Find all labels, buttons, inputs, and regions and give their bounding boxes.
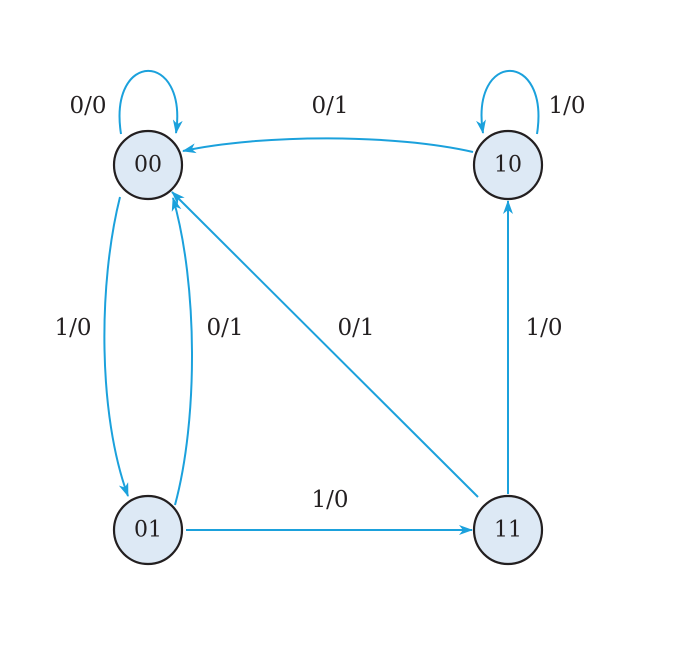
- state-label: 11: [494, 518, 522, 543]
- state-00: 00: [112, 129, 184, 201]
- edge-label-11-00: 0/1: [337, 315, 374, 341]
- state-11: 11: [472, 494, 544, 566]
- state-label: 00: [134, 153, 162, 178]
- state-label: 01: [134, 518, 162, 543]
- edge-01-00: [171, 197, 193, 506]
- edge-label-11-10: 1/0: [525, 315, 562, 341]
- edge-label-01-11: 1/0: [311, 487, 348, 513]
- edge-00-00: [118, 69, 183, 135]
- state-10: 10: [472, 129, 544, 201]
- edge-label-00-00: 0/0: [69, 93, 106, 119]
- edge-10-00: [182, 137, 474, 154]
- edge-10-10: [476, 69, 540, 135]
- state-label: 10: [494, 153, 522, 178]
- edge-label-01-00: 0/1: [206, 315, 243, 341]
- edge-label-10-10: 1/0: [548, 93, 585, 119]
- edge-label-10-00: 0/1: [311, 93, 348, 119]
- edge-00-01: [103, 196, 129, 497]
- edge-label-00-01: 1/0: [54, 315, 91, 341]
- edge-11-00: [171, 191, 479, 498]
- state-01: 01: [112, 494, 184, 566]
